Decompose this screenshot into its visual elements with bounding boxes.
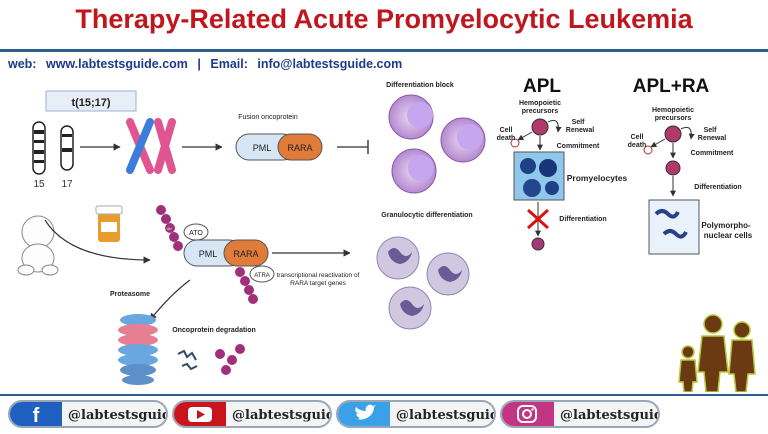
apl-ra-title: APL+RA [633, 76, 710, 97]
svg-text:f: f [33, 405, 40, 426]
apl-ra-polymorpho-line1: Polymorpho- [701, 221, 751, 230]
facebook-icon: f [10, 402, 62, 426]
apl-ra-dead-cell [643, 145, 653, 155]
apl-ra-cell-death-arrow [650, 138, 666, 148]
apl-cell-death-line2: death [497, 135, 516, 142]
diagram-svg: t(15;17) 15 17 Fusion oncoprotein PML RA… [17, 76, 756, 393]
translocated-chromosomes-icon [126, 118, 176, 174]
apl-differentiation-label: Differentiation [559, 216, 606, 223]
pill-bottle-icon [95, 205, 123, 242]
email-link[interactable]: info@labtestsguide.com [257, 57, 403, 71]
ato-label: ATO [189, 230, 203, 237]
youtube-handle: @labtestsguide [232, 408, 330, 423]
facebook-link[interactable]: f @labtestsguide [8, 400, 168, 428]
fusion-oncoprotein-label: Fusion oncoprotein [238, 114, 298, 121]
apl-title: APL [523, 76, 561, 97]
apl-self-line2: Renewal [566, 127, 594, 134]
arrow-to-treatment [44, 219, 151, 264]
apl-ra-middle-cell [665, 160, 681, 176]
chromosome-15-icon [32, 121, 46, 175]
apl-bottom-cell [531, 237, 545, 251]
apl-ra-hemopoietic-line2: precursors [655, 115, 692, 122]
apl-ra-hemopoietic-line1: Hemopoietic [652, 107, 694, 114]
oncoprotein-degradation-label: Oncoprotein degradation [172, 327, 256, 334]
translocation-box [45, 90, 137, 112]
transcriptional-line1: transcriptional reactivation of [277, 272, 360, 279]
apl-ra-self-renewal-arrow [680, 126, 695, 140]
blocked-cells-image [388, 94, 486, 194]
translocation-label: t(15;17) [71, 97, 110, 109]
twitter-handle: @labtestsguide [396, 408, 494, 423]
apl-dead-cell [510, 138, 520, 148]
family-silhouette-icon [678, 314, 756, 393]
youtube-link[interactable]: @labtestsguide [172, 400, 332, 428]
twitter-icon [338, 402, 390, 426]
degradation-fragments-icon [177, 344, 245, 375]
contact-line: web: www.labtestsguide.com | Email: info… [8, 57, 408, 71]
proteasome-icon [118, 314, 158, 385]
title-bar: Therapy-Related Acute Promyelocytic Leuk… [0, 0, 768, 44]
granulocytic-label: Granulocytic differentiation [381, 212, 472, 219]
apl-promyelocytes-label: Promyelocytes [567, 173, 628, 183]
apl-ra-commitment-label: Commitment [691, 150, 734, 157]
arrow-to-proteasome [149, 279, 191, 321]
apl-hemopoietic-line2: precursors [522, 108, 559, 115]
apl-precursor-cell [531, 118, 549, 136]
apl-block-x-2 [526, 208, 550, 230]
baby-icon [17, 215, 59, 276]
diagram-area: t(15;17) 15 17 Fusion oncoprotein PML RA… [0, 70, 768, 393]
instagram-icon [502, 402, 554, 426]
apl-cell-death-line1: Cell [500, 127, 513, 134]
apl-ra-cell-death-line2: death [628, 142, 647, 149]
atra-badge [249, 265, 275, 283]
chromosome-15-label: 15 [33, 179, 45, 190]
apl-ra-precursor-cell [664, 125, 682, 143]
apl-ra-pmn-image [648, 199, 700, 255]
ub-label: Ub [166, 226, 172, 231]
web-label: web: [8, 57, 37, 71]
proteasome-label: Proteasome [110, 291, 150, 298]
ub-chain-left [156, 205, 183, 251]
facebook-handle: @labtestsguide [68, 408, 166, 423]
ub-chain-right [235, 267, 258, 304]
rara-label-bottom: RARA [233, 249, 258, 259]
apl-ra-self-line2: Renewal [698, 135, 726, 142]
apl-commitment-label: Commitment [557, 143, 600, 150]
chromosome-17-label: 17 [61, 179, 73, 190]
apl-cell-death-arrow [517, 131, 533, 141]
rara-label-top: RARA [287, 143, 312, 153]
page-title: Therapy-Related Acute Promyelocytic Leuk… [75, 4, 693, 34]
apl-ra-self-line1: Self [704, 127, 718, 134]
pml-label-bottom: PML [199, 249, 218, 259]
email-label: Email: [210, 57, 248, 71]
apl-self-renewal-arrow [547, 119, 562, 133]
apl-ra-differentiation-label: Differentiation [694, 184, 741, 191]
instagram-link[interactable]: @labtestsguide [500, 400, 660, 428]
separator: | [197, 57, 201, 71]
instagram-handle: @labtestsguide [560, 408, 658, 423]
apl-hemopoietic-line1: Hemopoietic [519, 100, 561, 107]
atra-label: ATRA [254, 273, 270, 279]
granulocyte-cells-image [376, 236, 470, 330]
youtube-icon [174, 402, 226, 426]
chromosome-17-icon [60, 125, 74, 171]
apl-ra-polymorpho-line2: nuclear cells [704, 231, 753, 240]
apl-ra-cell-death-line1: Cell [631, 134, 644, 141]
pml-label-top: PML [253, 143, 272, 153]
rara-box-bottom [223, 239, 269, 267]
rara-box-top [277, 133, 323, 161]
transcriptional-line2: RARA target genes [290, 280, 346, 287]
differentiation-block-label: Differentiation block [386, 82, 454, 89]
apl-self-line1: Self [572, 119, 586, 126]
title-divider [0, 49, 768, 52]
twitter-link[interactable]: @labtestsguide [336, 400, 496, 428]
web-link[interactable]: www.labtestsguide.com [45, 57, 188, 71]
social-footer: f @labtestsguide @labtestsguide @labtest… [0, 394, 768, 434]
